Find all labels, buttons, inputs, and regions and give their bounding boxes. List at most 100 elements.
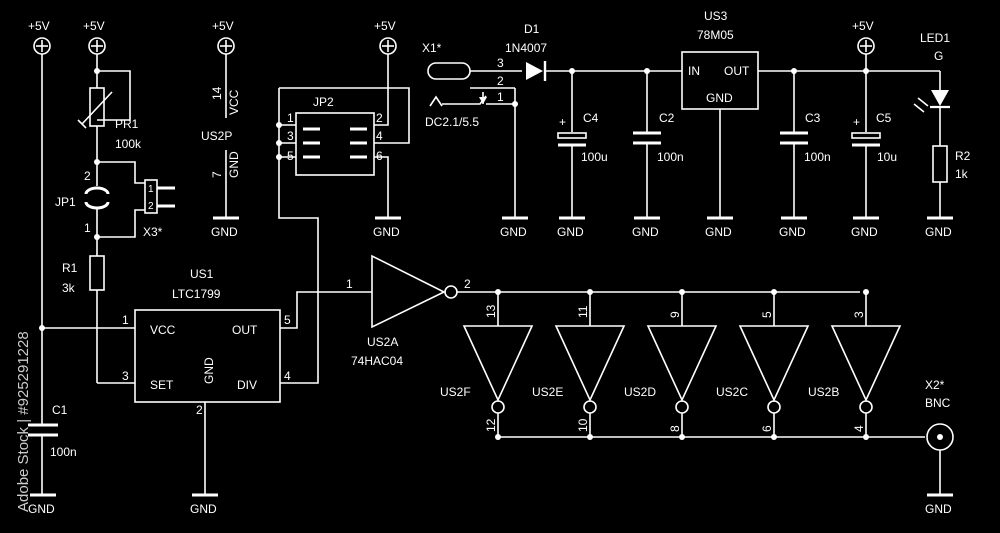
svg-text:4: 4 bbox=[284, 369, 291, 383]
svg-text:+5V: +5V bbox=[83, 19, 105, 33]
inverter-body bbox=[738, 325, 810, 402]
stock-watermark: Adobe Stock | #925291228 bbox=[15, 331, 32, 512]
svg-text:+5V: +5V bbox=[212, 19, 234, 33]
x2-type: BNC bbox=[925, 396, 951, 410]
svg-text:1: 1 bbox=[346, 277, 353, 291]
svg-text:4: 4 bbox=[376, 129, 383, 143]
jp1-jumper: 2 1 JP1 bbox=[55, 159, 110, 240]
svg-text:+: + bbox=[559, 115, 566, 129]
inverter-body bbox=[646, 325, 718, 402]
c4-ref: C4 bbox=[583, 111, 599, 125]
svg-text:GND: GND bbox=[925, 502, 952, 516]
svg-text:GND: GND bbox=[851, 225, 878, 239]
inverter-bubble bbox=[767, 400, 781, 414]
us1-ref: US1 bbox=[190, 267, 214, 281]
inverter-in-pin: 3 bbox=[852, 311, 866, 318]
svg-text:DIV: DIV bbox=[237, 378, 257, 392]
led1-indicator: LED1 G R2 1k GND bbox=[913, 31, 971, 239]
svg-text:1: 1 bbox=[84, 221, 91, 235]
svg-text:VCC: VCC bbox=[227, 89, 241, 115]
us2p-power-pins: +5V GND 14 VCC 7 GND US2P bbox=[201, 19, 241, 239]
svg-text:1: 1 bbox=[148, 184, 154, 195]
inverter-out-pin: 8 bbox=[668, 425, 682, 432]
svg-text:2: 2 bbox=[196, 403, 203, 417]
svg-text:2: 2 bbox=[84, 169, 91, 183]
r2-ref: R2 bbox=[955, 149, 971, 163]
svg-text:+5V: +5V bbox=[374, 19, 396, 33]
svg-text:GND: GND bbox=[632, 225, 659, 239]
r1-ref: R1 bbox=[62, 261, 78, 275]
c5-capacitor: +5V + C5 10u GND bbox=[851, 19, 897, 239]
svg-text:2: 2 bbox=[464, 277, 471, 291]
x1-type: DC2.1/5.5 bbox=[425, 115, 479, 129]
inverter-out-pin: 4 bbox=[852, 425, 866, 432]
inverter-in-pin: 9 bbox=[668, 311, 682, 318]
led1-color: G bbox=[934, 49, 943, 63]
us3-part: 78M05 bbox=[697, 28, 734, 42]
power-label: +5V bbox=[28, 19, 50, 33]
svg-text:6: 6 bbox=[376, 149, 383, 163]
c2-ref: C2 bbox=[659, 111, 675, 125]
svg-text:GND: GND bbox=[190, 502, 217, 516]
svg-text:7: 7 bbox=[210, 171, 224, 178]
inverter-body bbox=[830, 325, 902, 402]
led1-ref: LED1 bbox=[920, 31, 950, 45]
inverter-ref: US2C bbox=[716, 385, 748, 399]
r1-value: 3k bbox=[62, 281, 76, 295]
x3-header: 1 2 X3* bbox=[97, 161, 175, 239]
jp1-ref: JP1 bbox=[55, 195, 76, 209]
c3-ref: C3 bbox=[805, 111, 821, 125]
jp2-header: +5V JP2 GND 1 2 3 4 5 6 bbox=[276, 19, 410, 239]
x2-ref: X2* bbox=[925, 378, 945, 392]
us3-regulator: US3 78M05 IN OUT GND GND bbox=[681, 9, 940, 239]
svg-text:GND: GND bbox=[500, 225, 527, 239]
svg-text:GND: GND bbox=[202, 357, 216, 384]
x2-bnc-connector: X2* BNC GND bbox=[925, 378, 954, 516]
junction-dot bbox=[587, 434, 593, 440]
inverter-in-pin: 11 bbox=[576, 305, 590, 318]
inverter-ref: US2E bbox=[532, 385, 563, 399]
svg-text:VCC: VCC bbox=[150, 323, 176, 337]
pr1-ref: PR1 bbox=[115, 117, 139, 131]
c5-value: 10u bbox=[877, 150, 897, 164]
junction-dot bbox=[863, 434, 869, 440]
d1-ref: D1 bbox=[524, 22, 540, 36]
inverter-in-pin: 13 bbox=[484, 304, 498, 318]
us3-ref: US3 bbox=[704, 9, 728, 23]
x1-dc-jack: X1* 3 2 1 DC2.1/5.5 GND bbox=[422, 41, 528, 239]
x1-ref: X1* bbox=[422, 41, 442, 55]
inverter-out-pin: 6 bbox=[760, 425, 774, 432]
c2-capacitor: C2 100n GND bbox=[632, 68, 684, 239]
svg-text:IN: IN bbox=[688, 64, 700, 78]
inverter-body bbox=[554, 325, 626, 402]
inverter-out-pin: 10 bbox=[576, 418, 590, 432]
pr1-trimpot: +5V PR1 100k bbox=[77, 19, 142, 162]
svg-text:SET: SET bbox=[150, 378, 174, 392]
inverter-ref: US2B bbox=[808, 385, 839, 399]
us2a-part: 74HAC04 bbox=[351, 354, 403, 368]
left-5v-supply: +5V bbox=[28, 19, 135, 425]
c2-value: 100n bbox=[657, 150, 684, 164]
c5-ref: C5 bbox=[876, 111, 892, 125]
svg-text:3: 3 bbox=[287, 129, 294, 143]
inverter-bubble bbox=[583, 400, 597, 414]
svg-text:1: 1 bbox=[497, 90, 504, 104]
svg-text:GND: GND bbox=[373, 225, 400, 239]
r1-resistor: R1 3k bbox=[62, 237, 135, 384]
svg-text:OUT: OUT bbox=[724, 64, 750, 78]
watermark-text: Adobe Stock | #925291228 bbox=[15, 331, 32, 512]
svg-text:GND: GND bbox=[557, 225, 584, 239]
us2p-ref: US2P bbox=[201, 129, 232, 143]
svg-text:GND: GND bbox=[706, 91, 733, 105]
svg-text:1: 1 bbox=[287, 111, 294, 125]
jp2-ref: JP2 bbox=[313, 95, 334, 109]
d1-part: 1N4007 bbox=[505, 41, 547, 55]
svg-text:2: 2 bbox=[148, 201, 154, 212]
c1-capacitor: C1 100n GND bbox=[28, 403, 77, 516]
inverter-in-pin: 5 bbox=[760, 311, 774, 318]
svg-text:GND: GND bbox=[779, 225, 806, 239]
r2-value: 1k bbox=[955, 167, 969, 181]
svg-text:OUT: OUT bbox=[232, 323, 258, 337]
